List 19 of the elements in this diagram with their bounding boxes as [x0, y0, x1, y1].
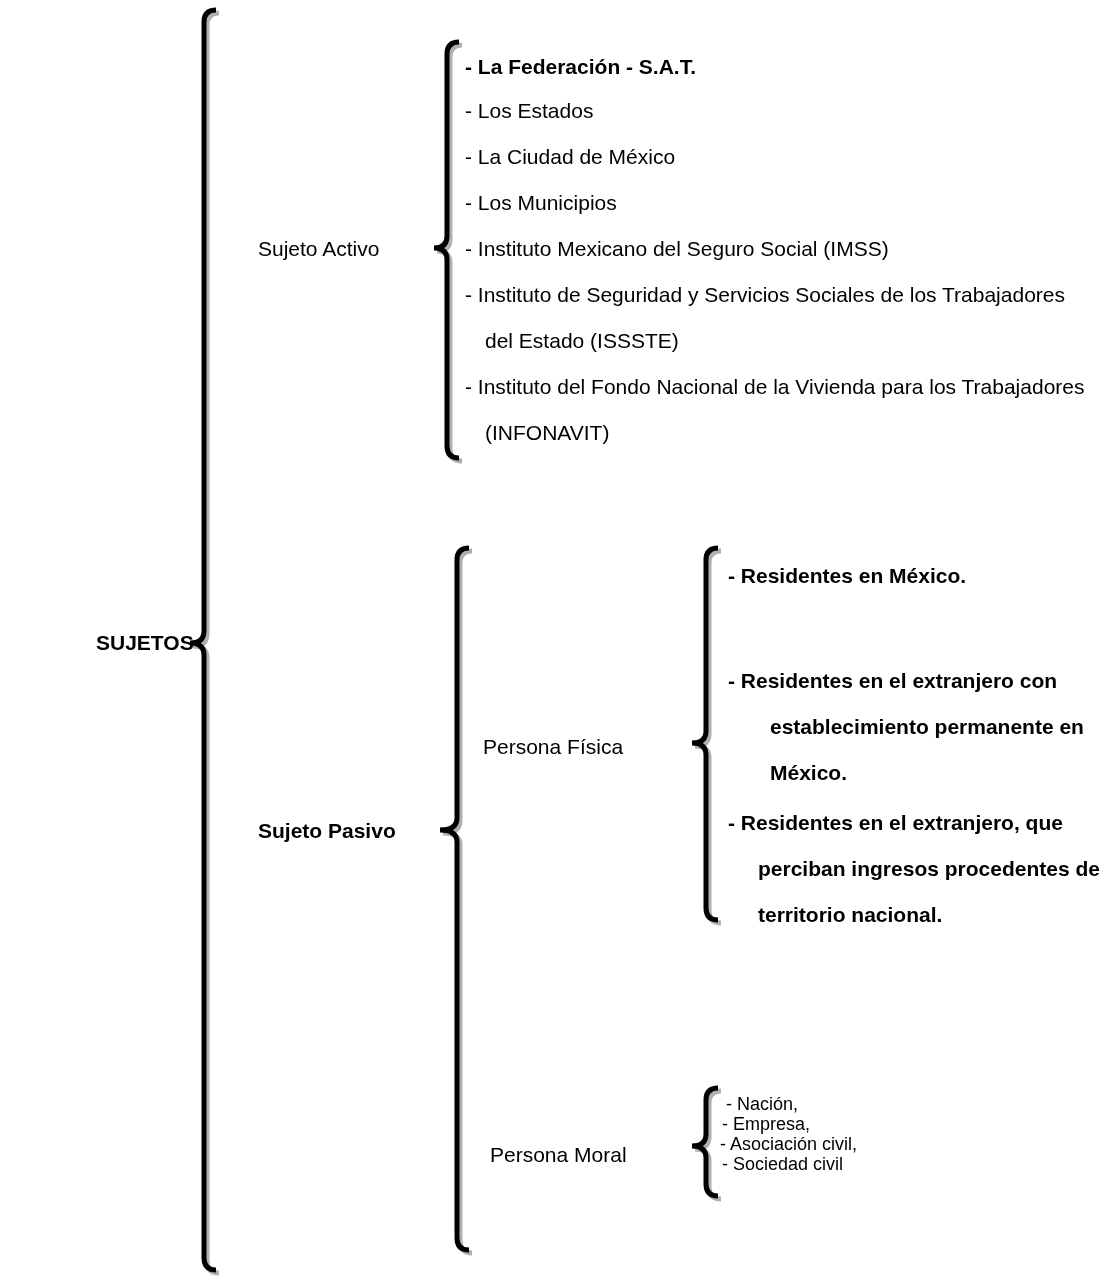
list-item: - Los Municipios — [465, 190, 618, 216]
list-item: - Instituto de Seguridad y Servicios Sociales de los Trabajadores del Estado (ISSSTE) — [465, 282, 1065, 354]
list-item: - Residentes en el extranjero con establecimiento permanente en México. — [728, 668, 1085, 786]
category-label: Persona Física — [483, 734, 625, 760]
list-item: - Instituto Mexicano del Seguro Social (IMSS) — [465, 236, 890, 262]
list-item: - Sociedad civil — [722, 1154, 845, 1174]
list-item: - La Federación - S.A.T. — [465, 54, 698, 80]
list-item: - Asociación civil, — [720, 1134, 859, 1154]
list-item: - Residentes en México. — [728, 563, 968, 589]
category-label: SUJETOS — [96, 630, 195, 656]
list-item: - La Ciudad de México — [465, 144, 677, 170]
list-item: - Nación, — [726, 1094, 800, 1114]
list-item: - Empresa, — [722, 1114, 812, 1134]
list-item: - Los Estados — [465, 98, 595, 124]
category-label: Sujeto Pasivo — [258, 818, 397, 844]
list-item: - Residentes en el extranjero, que perciban ingresos procedentes de territorio nacional. — [728, 810, 1101, 928]
list-item: - Instituto del Fondo Nacional de la Vivienda para los Trabajadores (INFONAVIT) — [465, 374, 1086, 446]
category-label: Persona Moral — [490, 1142, 628, 1168]
category-label: Sujeto Activo — [258, 236, 381, 262]
